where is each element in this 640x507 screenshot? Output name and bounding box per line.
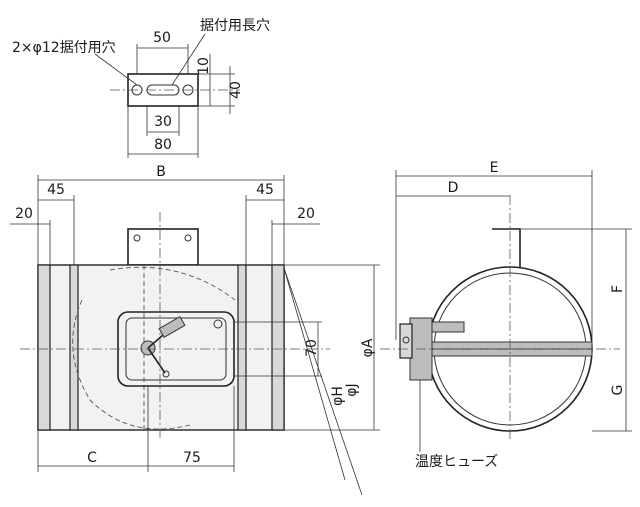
dim-40-label: 40: [228, 81, 244, 99]
dim-45-left-label: 45: [47, 182, 65, 198]
left-flange: [37, 264, 51, 431]
right-bead: [237, 264, 247, 431]
blade-arc: [72, 299, 191, 430]
fuse-label: 温度ヒューズ: [415, 454, 498, 470]
dim-G-label: G: [610, 385, 626, 396]
dim-75-label: 75: [183, 450, 201, 466]
bracket-detail: 50 10 40 30 80 2×φ12据付用穴 据付用長穴: [12, 18, 270, 158]
dim-45-right-label: 45: [256, 182, 274, 198]
dim-B-label: B: [156, 164, 166, 180]
dim-D-label: D: [448, 180, 459, 196]
dim-10-label: 10: [196, 57, 212, 75]
dim-F-label: F: [610, 285, 626, 293]
dim-phiH-label: φH: [330, 386, 346, 406]
bracket-holes-label: 2×φ12据付用穴: [12, 40, 116, 56]
dim-30-label: 30: [154, 114, 172, 130]
dim-phiJ-label: φJ: [344, 383, 360, 396]
dim-80-label: 80: [154, 137, 172, 153]
dim-70-label: 70: [304, 339, 320, 357]
side-bracket: [492, 228, 521, 268]
side-view: E D F G 温度ヒューズ: [380, 160, 632, 470]
dim-phiA-label: φA: [360, 338, 376, 357]
bracket-long-hole-label: 据付用長穴: [200, 18, 270, 34]
front-bracket: [127, 228, 199, 266]
right-flange: [271, 264, 285, 431]
dim-50-label: 50: [153, 30, 171, 46]
dim-20-right-label: 20: [297, 206, 315, 222]
dim-20-left-label: 20: [15, 206, 33, 222]
left-bead: [69, 264, 79, 431]
dim-E-label: E: [490, 160, 499, 176]
dim-C-label: C: [87, 450, 97, 466]
front-view: B 45 45 20 20 70 φH φJ φA C 75: [10, 164, 380, 496]
